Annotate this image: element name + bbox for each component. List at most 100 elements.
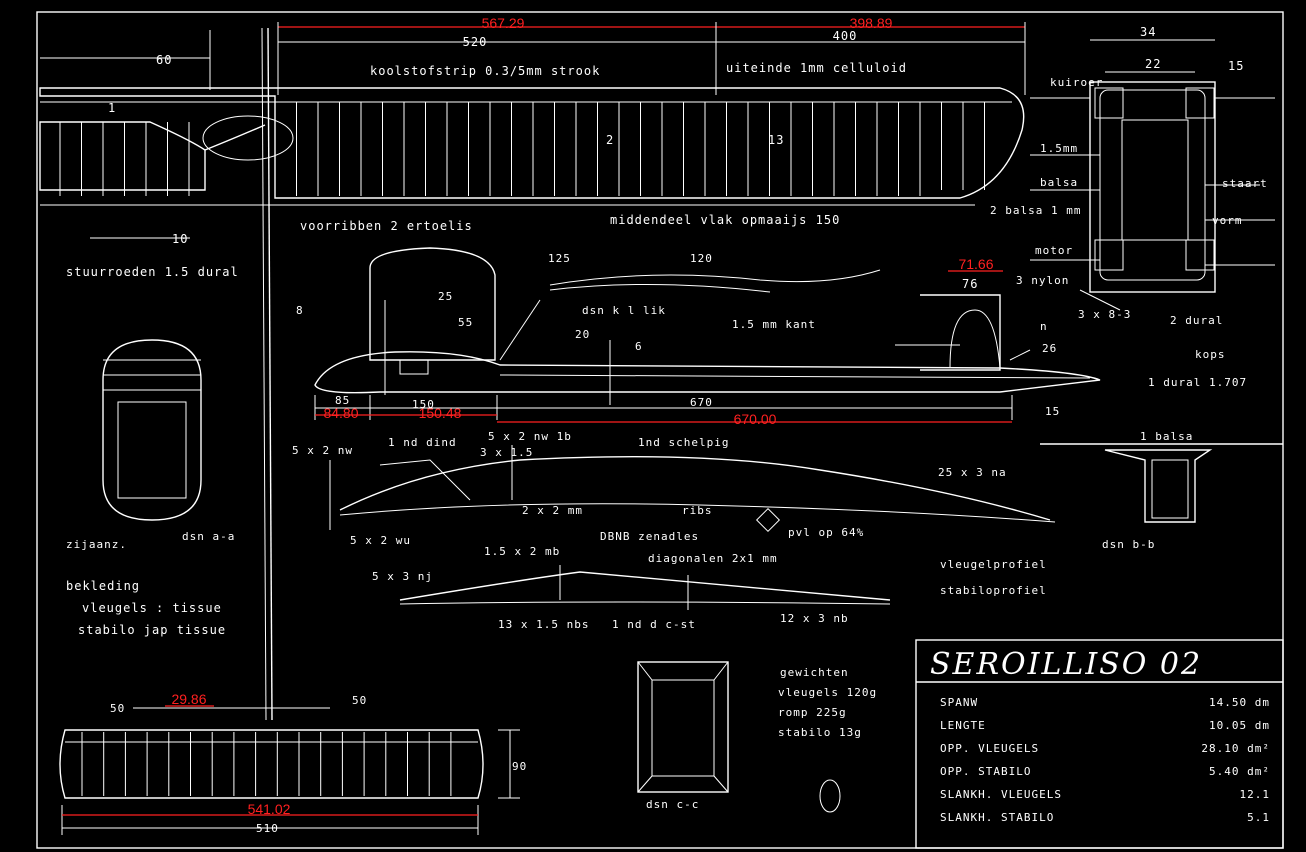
drawing-title: SEROILLISO 02 — [930, 647, 1202, 682]
dim-150: 150 — [412, 398, 435, 411]
dim-n: n — [1040, 320, 1048, 333]
label-kops: kops — [1195, 348, 1226, 361]
label-kz: 5 x 2 nw — [292, 444, 353, 457]
measure-tail-boom: 670.00 — [734, 411, 777, 427]
label-vorm: vorm — [1212, 214, 1243, 227]
dim-85: 85 — [335, 394, 350, 407]
label-dsn-kk: dsn k l lik — [582, 304, 666, 317]
dim-125: 125 — [548, 252, 571, 265]
label-duralm: 1 dural 1.707 — [1148, 376, 1247, 389]
label-bruin: kuiroer — [1050, 76, 1103, 89]
label-12x3: 12 x 3 nb — [780, 612, 849, 625]
hook-icon — [819, 779, 841, 813]
label-middendeel: middendeel vlak opmaaijs 150 — [610, 213, 840, 227]
label-stabilo-tissue: stabilo jap tissue — [78, 623, 226, 637]
label-stabiloprofiel: stabiloprofiel — [940, 584, 1047, 597]
label-nylon: 3 nylon — [1016, 274, 1069, 287]
label-voorlijst: koolstofstrip 0.3/5mm strook — [370, 64, 600, 78]
label-balsa-h: 1 balsa — [1140, 430, 1193, 443]
dim-76: 76 — [962, 277, 978, 291]
label-dural: 2 dural — [1170, 314, 1223, 327]
label-staart: staart — [1222, 177, 1268, 190]
measure-tip-rib: 71.66 — [958, 256, 993, 272]
label-sxz: 5 x 2 nw 1b — [488, 430, 572, 443]
label-25x3: 25 x 3 na — [938, 466, 1007, 479]
label-zijaanzicht: zijaanz. — [66, 538, 127, 551]
measure-wing-center: 567.29 — [482, 15, 525, 31]
fuselage-side-view — [314, 247, 1101, 405]
dim-55: 55 — [458, 316, 473, 329]
label-vleugels-tissue: vleugels : tissue — [82, 601, 222, 615]
section-cc-detail — [637, 661, 729, 793]
measure-stab-span: 541.02 — [248, 801, 291, 817]
dim-stab-510: 510 — [256, 822, 279, 835]
label-dbnb: DBNB zenadles — [600, 530, 699, 543]
label-gewichten: gewichten — [780, 666, 849, 679]
spec-value: 10.05 dm — [1209, 719, 1270, 732]
label-ind2: 1nd schelpig — [638, 436, 729, 449]
fuselage-nose-front — [102, 339, 202, 521]
label-aa: 3 x 1.5 — [480, 446, 533, 459]
measure-nose: 84.80 — [323, 405, 358, 421]
section-bb-detail — [1040, 443, 1283, 523]
measure-stab-chord: 29.86 — [171, 691, 206, 707]
fuselage-centerline — [267, 27, 273, 721]
dim-60: 60 — [156, 53, 172, 67]
dim-670: 670 — [690, 396, 713, 409]
dim-10: 10 — [172, 232, 188, 246]
label-vleugelprofiel: vleugelprofiel — [940, 558, 1047, 571]
dim-20: 20 — [575, 328, 590, 341]
label-pvl: pvl op 64% — [788, 526, 864, 539]
label-dsn-cc: dsn c-c — [646, 798, 699, 811]
dim-34: 34 — [1140, 25, 1156, 39]
label-5x3: 5 x 3 nj — [372, 570, 433, 583]
stabilizer-top-view — [59, 707, 520, 835]
label-stuur: stuurroeden 1.5 dural — [66, 265, 239, 279]
label-2x2: 2 x 2 mm — [522, 504, 583, 517]
spec-value: 5.1 — [1247, 811, 1270, 824]
dim-stab-50a: 50 — [110, 702, 125, 715]
spec-label: SLANKH. VLEUGELS — [940, 788, 1062, 801]
rib-number-2: 2 — [606, 133, 614, 147]
rib-number-1: 1 — [108, 101, 116, 115]
label-gewicht-vleugels: vleugels 120g — [778, 686, 877, 699]
spec-label: OPP. VLEUGELS — [940, 742, 1039, 755]
spec-value: 5.40 dm² — [1209, 765, 1270, 778]
dim-stab-90: 90 — [512, 760, 527, 773]
spec-label: OPP. STABILO — [940, 765, 1031, 778]
label-lnd2: 1 nd d c-st — [612, 618, 696, 631]
stabilo-profile — [399, 565, 891, 610]
rib-number-13: 13 — [768, 133, 784, 147]
spec-value: 28.10 dm² — [1201, 742, 1270, 755]
dim-520: 520 — [463, 35, 488, 49]
label-dsn-aa: dsn a-a — [182, 530, 235, 543]
dim-15b: 15 — [1045, 405, 1060, 418]
dim-22: 22 — [1145, 57, 1161, 71]
sheet-border — [36, 11, 1284, 849]
label-dikte: 1.5mm — [1040, 142, 1078, 155]
dim-15: 15 — [1228, 59, 1244, 73]
spec-label: SPANW — [940, 696, 978, 709]
dim-stab-50b: 50 — [352, 694, 367, 707]
dim-26: 26 — [1042, 342, 1057, 355]
wing-profile — [329, 445, 1056, 533]
label-5x2wu: 5 x 2 wu — [350, 534, 411, 547]
label-voorribben: voorribben 2 ertoelis — [300, 219, 473, 233]
dim-8: 8 — [296, 304, 304, 317]
title-block — [915, 639, 1284, 849]
label-lnd: 1 nd dind — [388, 436, 457, 449]
dim-120: 120 — [690, 252, 713, 265]
label-gewicht-stabilo: stabilo 13g — [778, 726, 862, 739]
label-bekleding: bekleding — [66, 579, 140, 593]
measure-cabin: 150.48 — [419, 405, 462, 421]
spec-value: 12.1 — [1240, 788, 1271, 801]
label-diagonalen: diagonalen 2x1 mm — [648, 552, 778, 565]
label-dsn-bb: dsn b-b — [1102, 538, 1155, 551]
label-uiteinde: uiteinde 1mm celluloid — [726, 61, 907, 75]
dim-25: 25 — [438, 290, 453, 303]
label-n8: 3 x 8-3 — [1078, 308, 1131, 321]
label-kant: 1.5 mm kant — [732, 318, 816, 331]
spec-label: LENGTE — [940, 719, 986, 732]
label-motor: motor — [1035, 244, 1073, 257]
